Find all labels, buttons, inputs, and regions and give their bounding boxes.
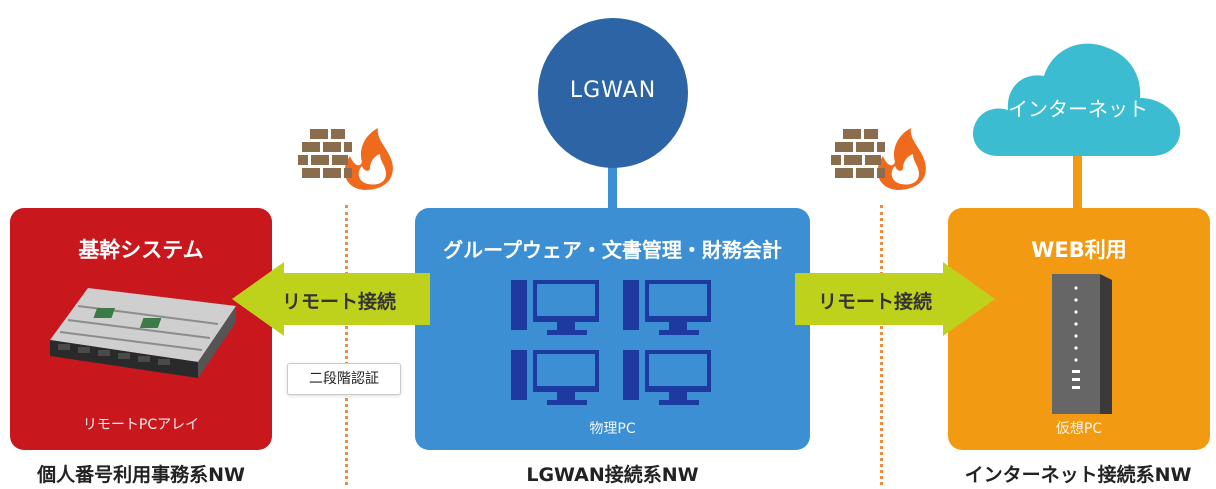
- desktop-monitor-icon: [511, 280, 599, 335]
- desktop-monitor-icon: [623, 280, 711, 335]
- cloud-label: インターネット: [1008, 97, 1148, 121]
- tower-pc-icon: [1052, 274, 1112, 414]
- two-factor-auth-label: 二段階認証: [287, 363, 401, 395]
- remote-connection-arrow-left: [232, 262, 430, 336]
- rack-server-icon: [50, 288, 236, 378]
- firewall-icon: [298, 128, 393, 190]
- desktop-monitor-icon: [511, 350, 599, 405]
- web-use-title: WEB利用: [1031, 238, 1127, 262]
- remote-connection-arrow-right: [795, 262, 995, 336]
- desktop-monitor-icon: [623, 350, 711, 405]
- core-system-title: 基幹システム: [78, 238, 204, 262]
- groupware-subtitle: 物理PC: [589, 421, 636, 437]
- groupware-box: グループウェア・文書管理・財務会計 物理PC: [415, 208, 810, 450]
- cloud-connector-line: [1073, 150, 1082, 210]
- network-boundary-left: [345, 205, 348, 485]
- remote-connection-label-left: リモート接続: [282, 291, 397, 313]
- core-system-subtitle: リモートPCアレイ: [82, 417, 200, 433]
- lgwan-connector-line: [608, 160, 617, 210]
- web-use-box: WEB利用 仮想PC: [948, 208, 1210, 450]
- groupware-title: グループウェア・文書管理・財務会計: [443, 238, 782, 262]
- caption-internet-nw: インターネット接続系NW: [964, 464, 1192, 486]
- caption-individual-number-nw: 個人番号利用事務系NW: [37, 464, 245, 486]
- firewall-icon: [831, 128, 926, 190]
- lgwan-label: LGWAN: [569, 78, 657, 103]
- caption-lgwan-nw: LGWAN接続系NW: [526, 464, 699, 486]
- web-use-subtitle: 仮想PC: [1055, 421, 1103, 437]
- network-boundary-right: [880, 205, 883, 485]
- core-system-box: 基幹システム リモートPCアレイ: [10, 208, 272, 450]
- remote-connection-label-right: リモート接続: [818, 291, 933, 313]
- lgwan-circle: [538, 18, 688, 168]
- cloud-icon: [972, 43, 1181, 156]
